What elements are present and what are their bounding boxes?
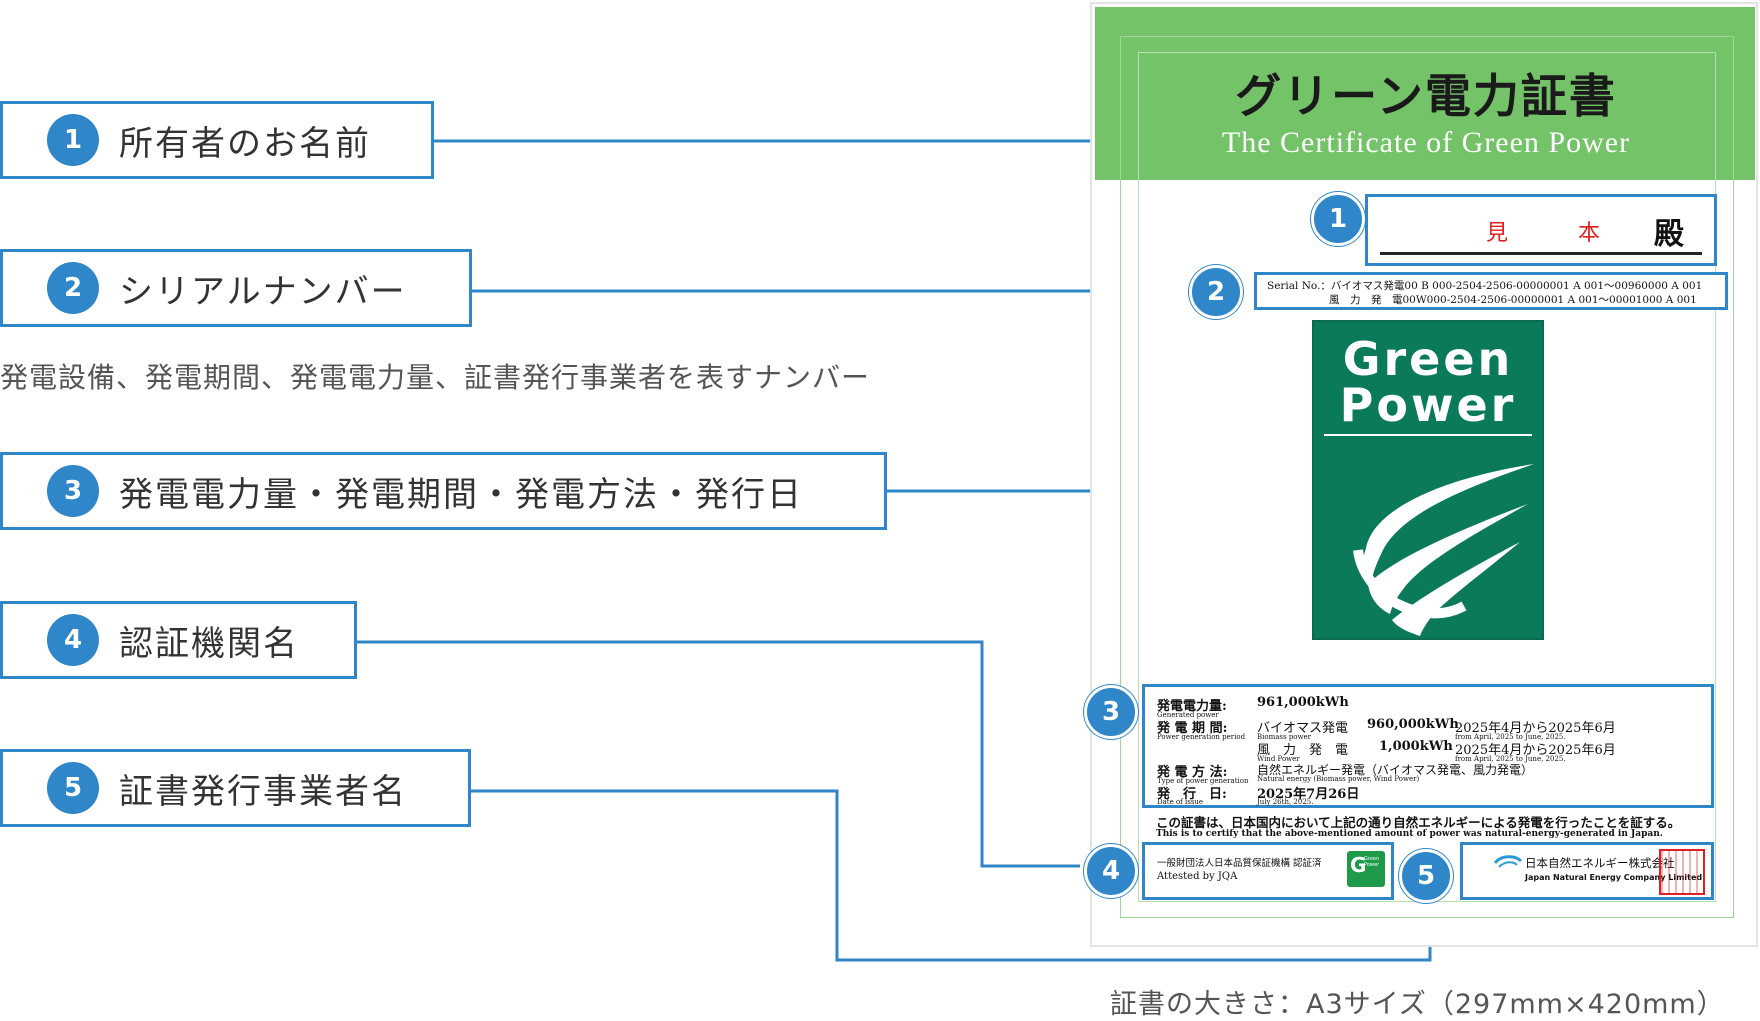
certifier-name-en: Attested by JQA bbox=[1157, 871, 1238, 882]
details-box: 発電電力量: Generated power 961,000kWh 発 電 期 … bbox=[1142, 684, 1714, 808]
label-text: 所有者のお名前 bbox=[119, 123, 371, 164]
serial-line-1: Serial No.：バイオマス発電00 B 000-2504-2506-000… bbox=[1267, 280, 1703, 292]
owner-sample-right: 本 bbox=[1578, 221, 1601, 246]
logo-text-green: Green bbox=[1342, 332, 1514, 386]
generated-label: 発電電力量: bbox=[1157, 699, 1227, 714]
generated-value: 961,000kWh bbox=[1257, 695, 1349, 710]
label-certifier: 4 認証機関名 bbox=[0, 601, 357, 679]
method-value: 自然エネルギー発電（バイオマス発電、風力発電） bbox=[1257, 763, 1534, 777]
serial-line-2: 風 力 発 電00W000-2504-2506-00000001 A 001～0… bbox=[1329, 294, 1697, 306]
certifier-badge-g: G bbox=[1350, 853, 1367, 877]
biomass-period-en: from April, 2025 to June, 2025. bbox=[1455, 733, 1566, 741]
badge-4: 4 bbox=[1084, 844, 1138, 898]
method-value-en: Natural energy (Biomass power, Wind Powe… bbox=[1257, 775, 1420, 783]
serial-box: Serial No.：バイオマス発電00 B 000-2504-2506-000… bbox=[1254, 272, 1728, 310]
certifier-badge-text: Green Power bbox=[1364, 856, 1380, 868]
label-serial-number: 2 シリアルナンバー bbox=[0, 249, 472, 327]
issue-value: 2025年7月26日 bbox=[1257, 787, 1360, 802]
owner-underline bbox=[1380, 252, 1702, 255]
serial-description: 発電設備、発電期間、発電電力量、証書発行事業者を表すナンバー bbox=[0, 361, 871, 394]
certificate-size-caption: 証書の大きさ：A3サイズ（297mm×420mm） bbox=[1110, 989, 1725, 1020]
label-power-details: 3 発電電力量・発電期間・発電方法・発行日 bbox=[0, 452, 887, 530]
label-text: 発電電力量・発電期間・発電方法・発行日 bbox=[119, 474, 803, 515]
issue-label: 発 行 日: bbox=[1157, 787, 1227, 802]
biomass-period: 2025年4月から2025年6月 bbox=[1455, 721, 1616, 736]
label-number-1: 1 bbox=[47, 114, 99, 166]
certificate-title: グリーン電力証書 bbox=[1235, 69, 1617, 123]
method-label: 発 電 方 法: bbox=[1157, 765, 1228, 780]
label-text: 証書発行事業者名 bbox=[119, 771, 407, 812]
company-seal-stamp bbox=[1659, 849, 1705, 895]
certificate-subtitle: The Certificate of Green Power bbox=[1221, 126, 1631, 159]
label-number-2: 2 bbox=[47, 262, 99, 314]
certifier-name: 一般財団法人日本品質保証機構 認証済 bbox=[1157, 858, 1322, 869]
connector-3 bbox=[887, 489, 1110, 685]
green-power-logo: Green Power bbox=[1312, 320, 1544, 640]
wind-name: 風 力 発 電 bbox=[1257, 743, 1349, 758]
label-text: 認証機関名 bbox=[119, 623, 299, 664]
logo-text-power: Power bbox=[1339, 378, 1517, 432]
issuer-name: 日本自然エネルギー株式会社 bbox=[1525, 856, 1675, 870]
certificate-frame-outer bbox=[1120, 36, 1734, 918]
certificate-header bbox=[1095, 7, 1755, 180]
period-label: 発 電 期 間: bbox=[1157, 721, 1228, 736]
label-issuer: 5 証書発行事業者名 bbox=[0, 749, 471, 827]
owner-sample-left: 見 bbox=[1486, 221, 1509, 246]
label-number-3: 3 bbox=[47, 465, 99, 517]
generated-label-en: Generated power bbox=[1157, 711, 1219, 719]
certificate-statement: この証書は、日本国内において上記の通り自然エネルギーによる発電を行ったことを証す… bbox=[1156, 815, 1681, 830]
certificate-statement-en: This is to certify that the above-mentio… bbox=[1156, 829, 1663, 839]
wind-period-en: from April, 2025 to June, 2025. bbox=[1455, 755, 1566, 763]
issue-label-en: Date of issue bbox=[1157, 798, 1204, 806]
logo-divider bbox=[1324, 434, 1532, 436]
label-number-5: 5 bbox=[47, 762, 99, 814]
biomass-kwh: 960,000kWh bbox=[1367, 717, 1459, 732]
period-label-en: Power generation period bbox=[1157, 733, 1246, 741]
wind-name-en: Wind Power bbox=[1257, 755, 1300, 763]
issuer-logo-icon bbox=[1493, 855, 1523, 868]
badge-5: 5 bbox=[1399, 849, 1453, 903]
owner-honorific: 殿 bbox=[1654, 217, 1684, 252]
badge-2: 2 bbox=[1189, 265, 1243, 319]
method-label-en: Type of power generation bbox=[1157, 777, 1249, 785]
certifier-box: 一般財団法人日本品質保証機構 認証済 Attested by JQA G Gre… bbox=[1142, 842, 1394, 900]
biomass-name-en: Biomass power bbox=[1257, 733, 1311, 741]
wind-kwh: 1,000kWh bbox=[1379, 739, 1453, 754]
label-number-4: 4 bbox=[47, 614, 99, 666]
wind-period: 2025年4月から2025年6月 bbox=[1455, 743, 1616, 758]
label-text: シリアルナンバー bbox=[119, 271, 407, 312]
label-owner-name: 1 所有者のお名前 bbox=[0, 101, 434, 179]
issuer-name-en: Japan Natural Energy Company Limited bbox=[1525, 873, 1703, 882]
certifier-badge: G Green Power bbox=[1347, 851, 1385, 887]
badge-1: 1 bbox=[1311, 192, 1365, 246]
certificate: グリーン電力証書 The Certificate of Green Power … bbox=[1084, 2, 1758, 947]
owner-name-box: 見 本 殿 bbox=[1365, 194, 1717, 266]
connector-4 bbox=[357, 640, 1080, 868]
leaf-swoosh-icon bbox=[1353, 464, 1534, 636]
biomass-name: バイオマス発電 bbox=[1257, 721, 1349, 736]
badge-3: 3 bbox=[1084, 685, 1138, 739]
issuer-box: 日本自然エネルギー株式会社 Japan Natural Energy Compa… bbox=[1460, 842, 1714, 900]
issue-value-en: July 26th, 2025. bbox=[1257, 798, 1314, 806]
